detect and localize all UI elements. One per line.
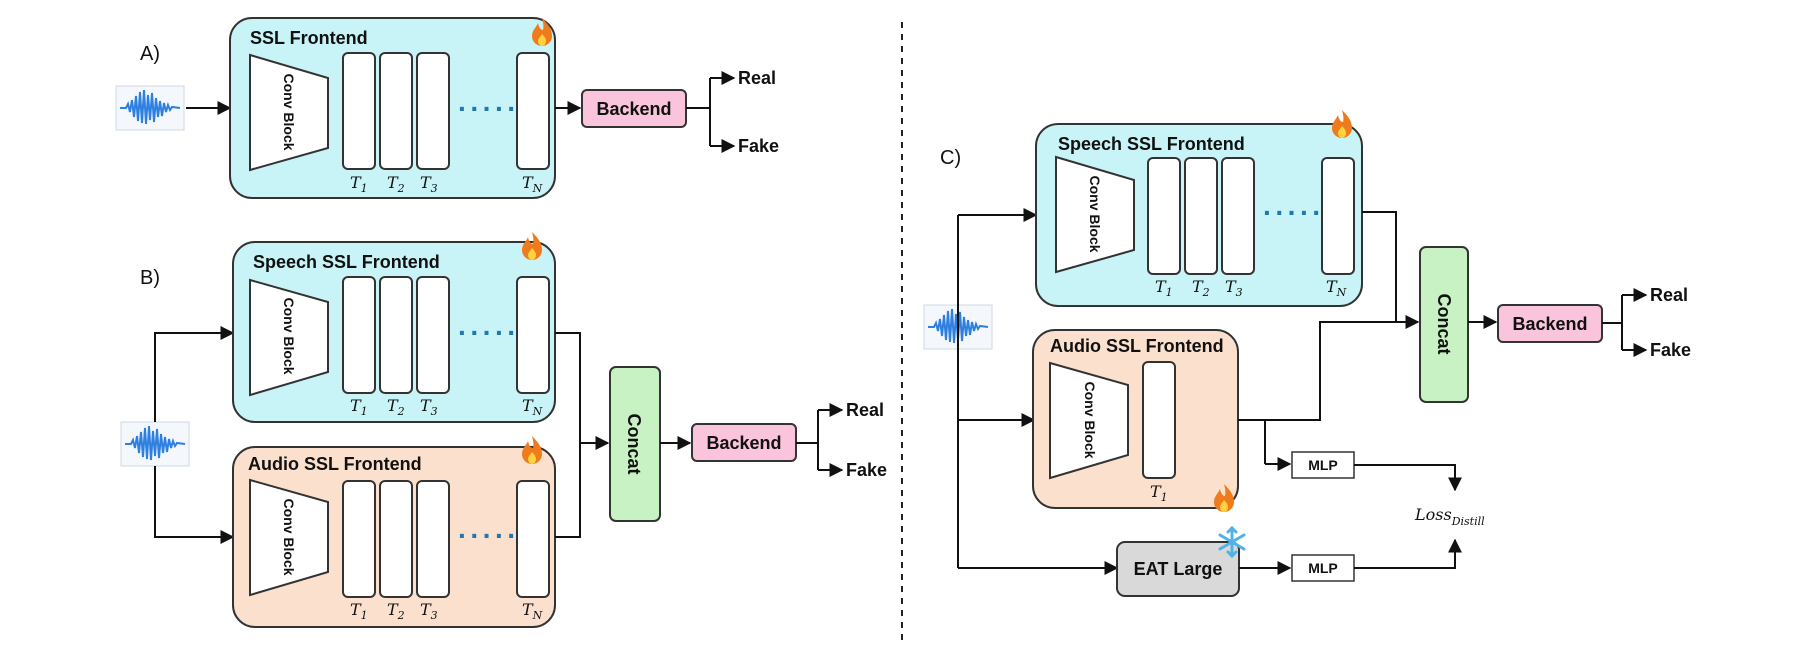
token-label: T1 xyxy=(1150,482,1168,504)
conv-block-c1 xyxy=(1055,155,1135,274)
merge-lines-b xyxy=(555,332,581,538)
token-label: T3 xyxy=(420,600,438,622)
token-label: T1 xyxy=(350,396,368,418)
token-label: T3 xyxy=(1225,277,1243,299)
token-box xyxy=(416,276,450,394)
audio-ssl-title-b: Audio SSL Frontend xyxy=(248,454,422,474)
token-box xyxy=(416,480,450,598)
ellipsis: ····· xyxy=(458,520,520,551)
ellipsis: ····· xyxy=(458,93,520,124)
token-box xyxy=(1221,157,1255,275)
token-box xyxy=(1147,157,1181,275)
token-box xyxy=(416,52,450,170)
mlp-label-2: MLP xyxy=(1308,560,1338,576)
fire-icon xyxy=(522,232,542,260)
ellipsis: ····· xyxy=(1263,197,1325,228)
conv-block-b1 xyxy=(249,278,329,397)
conv-block-label-b1: Conv Block xyxy=(281,297,297,374)
token-box xyxy=(1142,361,1176,479)
conv-block-label-c1: Conv Block xyxy=(1087,175,1103,252)
token-box xyxy=(379,276,413,394)
mlp-label-1: MLP xyxy=(1308,457,1338,473)
fake-label-b: Fake xyxy=(846,460,887,480)
token-box xyxy=(1321,157,1355,275)
split-lines-c xyxy=(957,214,1115,569)
real-label-a: Real xyxy=(738,68,776,88)
token-box xyxy=(516,52,550,170)
token-label: TN xyxy=(1326,277,1347,299)
conv-block-c2 xyxy=(1049,361,1129,480)
ssl-frontend-title-a: SSL Frontend xyxy=(250,28,368,48)
token-label: T2 xyxy=(1192,277,1210,299)
merge-lines-c xyxy=(1238,211,1397,421)
token-box xyxy=(516,480,550,598)
speech-ssl-title-b: Speech SSL Frontend xyxy=(253,252,440,272)
real-label-c: Real xyxy=(1650,285,1688,305)
token-box xyxy=(342,276,376,394)
conv-block-label-c2: Conv Block xyxy=(1082,381,1098,458)
waveform-icon xyxy=(120,421,190,467)
fake-label-c: Fake xyxy=(1650,340,1691,360)
audio-ssl-title-c: Audio SSL Frontend xyxy=(1050,336,1224,356)
token-label: T3 xyxy=(420,173,438,195)
split-lines-b xyxy=(154,332,232,538)
token-box xyxy=(342,480,376,598)
token-label: TN xyxy=(522,396,543,418)
token-label: TN xyxy=(522,600,543,622)
real-label-b: Real xyxy=(846,400,884,420)
snowflake-icon xyxy=(1218,525,1246,559)
mlp-box-1 xyxy=(1291,451,1355,479)
conv-block-label-b2: Conv Block xyxy=(281,498,297,575)
concat-label-b: Concat xyxy=(624,413,644,474)
token-label: T1 xyxy=(350,173,368,195)
token-box xyxy=(379,480,413,598)
concat-box-c xyxy=(1419,246,1469,403)
fire-icon xyxy=(522,436,542,464)
fake-label-a: Fake xyxy=(738,136,779,156)
token-box xyxy=(379,52,413,170)
concat-label-c: Concat xyxy=(1434,293,1454,354)
eat-large-label: EAT Large xyxy=(1134,559,1223,579)
conv-block-label-a: Conv Block xyxy=(281,73,297,150)
token-label: T3 xyxy=(420,396,438,418)
loss-distill-label: LossDistill xyxy=(1414,505,1485,528)
backend-label-b: Backend xyxy=(706,433,781,453)
waveform-icon xyxy=(115,85,185,131)
conv-block-a xyxy=(249,53,329,172)
branch-real-fake-c xyxy=(1602,295,1623,350)
mlp1-to-loss xyxy=(1354,464,1462,492)
panel-label-a: A) xyxy=(140,43,160,65)
branch-real-fake-a xyxy=(686,78,711,146)
token-box xyxy=(1184,157,1218,275)
panel-label-c: C) xyxy=(940,147,961,169)
branch-real-fake-b xyxy=(796,410,819,470)
ellipsis: ····· xyxy=(458,317,520,348)
token-box xyxy=(342,52,376,170)
mlp2-to-loss xyxy=(1354,538,1462,569)
conv-block-b2 xyxy=(249,478,329,597)
speech-ssl-title-c: Speech SSL Frontend xyxy=(1058,134,1245,154)
fire-icon xyxy=(1332,110,1352,138)
backend-label-c: Backend xyxy=(1512,314,1587,334)
token-label: T2 xyxy=(387,396,405,418)
panel-label-b: B) xyxy=(140,267,160,289)
token-box xyxy=(516,276,550,394)
token-label: T2 xyxy=(387,173,405,195)
token-label: T2 xyxy=(387,600,405,622)
backend-label-a: Backend xyxy=(596,99,671,119)
token-label: TN xyxy=(522,173,543,195)
token-label: T1 xyxy=(350,600,368,622)
token-label: T1 xyxy=(1155,277,1173,299)
